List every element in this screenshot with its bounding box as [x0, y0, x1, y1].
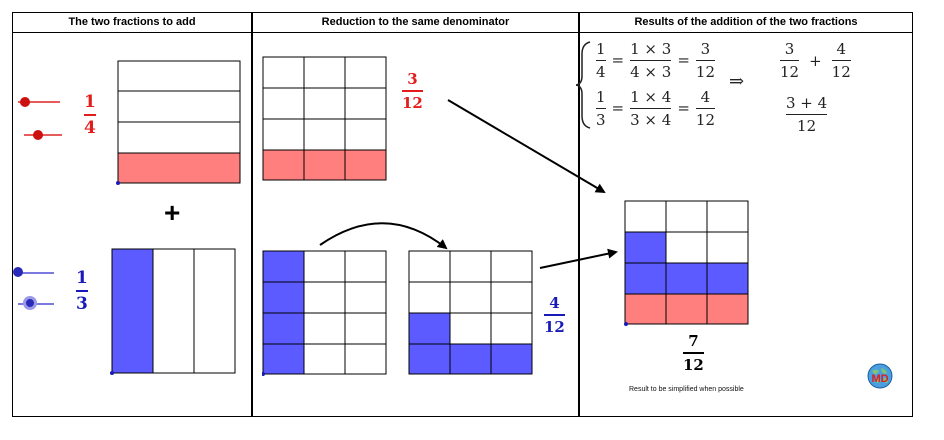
fraction-2-model	[110, 248, 236, 375]
header-fractions-to-add: The two fractions to add	[68, 16, 196, 28]
combined-expression: 3 + 4 12	[786, 94, 828, 135]
equation-row-2: 1 3 = 1 × 4 3 × 4 = 4 12	[596, 84, 715, 132]
arrow-to-result-1	[447, 99, 606, 194]
den: 12	[695, 110, 715, 129]
slider-track[interactable]	[14, 272, 54, 274]
slider-track[interactable]	[18, 101, 60, 103]
eq1-mid: 1 × 3 4 × 3	[630, 39, 672, 81]
den: 12	[780, 63, 800, 81]
num: 1 × 4	[630, 87, 672, 106]
slider-knob[interactable]	[33, 130, 43, 140]
slider-track[interactable]	[24, 134, 62, 136]
fraction-bar	[84, 114, 96, 116]
den: 12	[831, 63, 851, 81]
numerator: 4	[549, 294, 560, 312]
equals-sign: =	[611, 51, 625, 69]
num: 4	[700, 87, 711, 106]
den: 3	[596, 110, 606, 129]
slider-knob[interactable]	[13, 267, 23, 277]
fraction-bar	[544, 314, 565, 316]
numerator: 1	[76, 268, 88, 288]
den: 12	[797, 117, 817, 135]
den: 12	[695, 62, 715, 81]
sum-expression: 3 12 + 4 12	[780, 40, 851, 81]
denominator: 12	[402, 94, 423, 112]
numerator: 1	[84, 92, 96, 112]
implies-symbol: ⇒	[729, 71, 745, 92]
numerator: 7	[688, 332, 699, 350]
denominator: 3	[76, 294, 88, 314]
header-results: Results of the addition of the two fract…	[634, 16, 858, 28]
num: 1	[596, 39, 606, 58]
fraction-bar	[683, 352, 704, 354]
num: 1 × 3	[630, 39, 672, 58]
left-brace	[576, 41, 591, 129]
sum-b: 4 12	[831, 40, 851, 81]
result-fraction-label: 7 12	[683, 332, 704, 374]
fraction-bar	[76, 290, 88, 292]
eq1-rhs: 3 12	[695, 39, 715, 81]
curved-arrow	[319, 222, 448, 250]
reduced-grid-2b	[408, 250, 533, 375]
eq2-mid: 1 × 4 3 × 4	[630, 87, 672, 129]
denominator: 12	[683, 356, 704, 374]
den: 4 × 3	[630, 62, 672, 81]
arrow-to-result-2	[539, 248, 618, 269]
eq2-rhs: 4 12	[695, 87, 715, 129]
reduced-fraction-1-label: 3 12	[402, 70, 423, 112]
eq1-lhs: 1 4	[596, 40, 606, 81]
fraction-1-model	[116, 60, 241, 185]
equals-sign: =	[677, 99, 690, 117]
logo-text: MD	[871, 373, 888, 385]
den: 3 × 4	[630, 110, 672, 129]
fraction-1-label: 1 4	[84, 92, 96, 138]
result-grid	[624, 200, 749, 326]
denominator: 12	[544, 318, 565, 336]
numerator: 3	[407, 70, 418, 88]
equation-row-1: 1 4 = 1 × 3 4 × 3 = 3 12	[596, 36, 715, 84]
plus-sign: +	[164, 197, 181, 228]
fraction-bar	[402, 90, 423, 92]
num: 1	[596, 87, 606, 106]
eq2-lhs: 1 3	[596, 88, 606, 129]
sum-a: 3 12	[780, 40, 800, 81]
plus-sign-math: +	[809, 51, 822, 70]
equals-sign: =	[677, 51, 690, 69]
equations: 1 4 = 1 × 3 4 × 3 = 3 12 1 3 = 1 × 4 3 ×…	[596, 36, 715, 132]
num: 3	[700, 39, 711, 58]
num: 4	[836, 40, 846, 58]
reduced-fraction-2-label: 4 12	[544, 294, 565, 336]
reduced-grid-1	[262, 56, 387, 181]
combined-fraction: 3 + 4 12	[786, 94, 828, 135]
den: 4	[596, 62, 606, 81]
denominator: 4	[84, 118, 96, 138]
simplify-note: Result to be simplified when possible	[629, 386, 744, 393]
fraction-2-label: 1 3	[76, 268, 88, 314]
header-same-denominator: Reduction to the same denominator	[321, 16, 510, 28]
equals-sign: =	[611, 99, 625, 117]
num: 3 + 4	[786, 94, 828, 112]
slider-knob[interactable]	[20, 97, 30, 107]
slider-knob[interactable]	[26, 299, 34, 307]
reduced-grid-2a	[262, 250, 387, 376]
num: 3	[784, 40, 795, 58]
globe-logo-icon[interactable]: MD	[866, 362, 894, 390]
